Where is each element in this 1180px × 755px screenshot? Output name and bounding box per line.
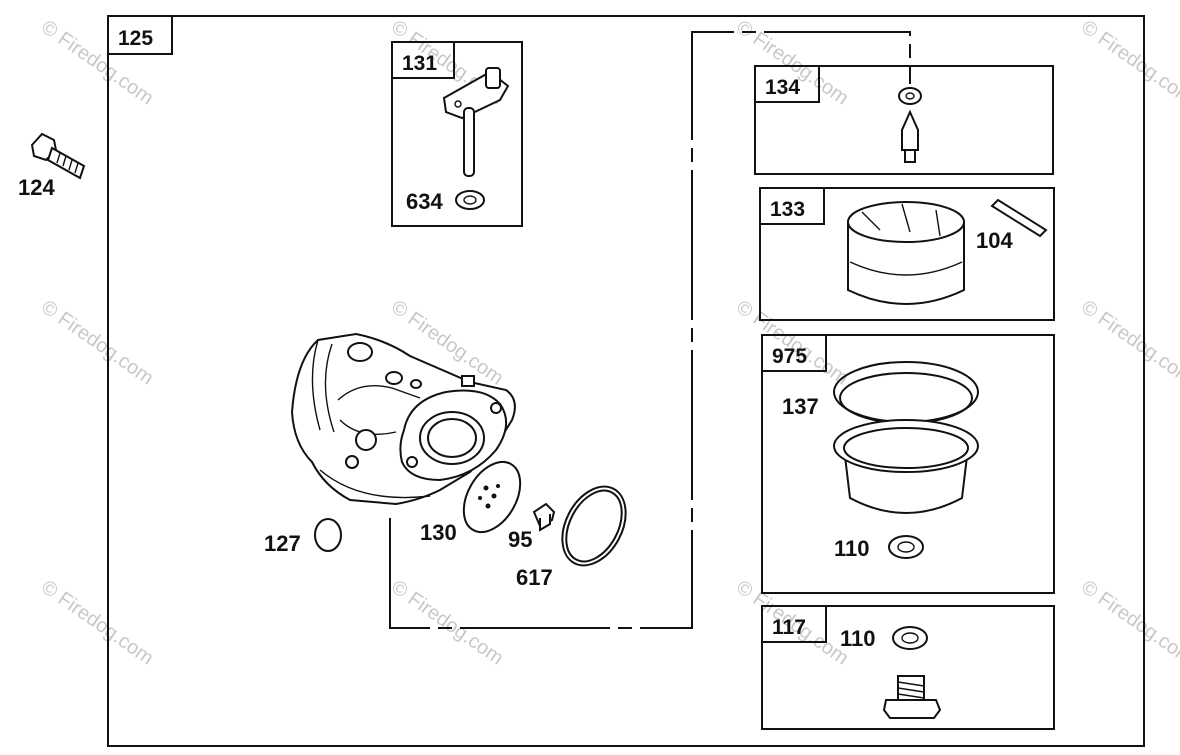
- choke-shaft-icon: [442, 67, 510, 177]
- o-ring-617-icon: [561, 485, 627, 567]
- carburetor-body-icon: [290, 332, 516, 506]
- watermark: © Firedog.com: [1077, 16, 1180, 109]
- box-131-label-box: [391, 41, 455, 79]
- box-131: [391, 41, 523, 227]
- part-number-104: 104: [976, 228, 1013, 253]
- plug-127-icon: [314, 518, 342, 552]
- box-117-label: 117: [772, 616, 806, 639]
- float-bowl-icon: [833, 419, 979, 514]
- box-133-label-box: [759, 187, 825, 225]
- assembly-label: 125: [118, 27, 153, 50]
- part-number-127: 127: [264, 531, 301, 556]
- watermark: © Firedog.com: [37, 296, 157, 389]
- box-975-label: 975: [772, 345, 807, 368]
- box-117: [761, 605, 1055, 730]
- part-number-110: 110: [834, 536, 870, 561]
- part-number-634: 634: [406, 189, 443, 214]
- box-975-label-box: [761, 334, 827, 372]
- box-134: [754, 65, 1054, 175]
- part-number-617: 617: [516, 565, 553, 590]
- watermark: © Firedog.com: [732, 296, 852, 389]
- connector-line: [389, 31, 911, 629]
- seal-634-icon: [455, 190, 485, 210]
- box-131-label: 131: [402, 52, 437, 75]
- watermark-layer: © Firedog.com © Firedog.com © Firedog.co…: [37, 16, 1180, 669]
- bolt-part: [30, 132, 86, 180]
- gasket-plate-130-icon: [462, 460, 522, 534]
- watermark: © Firedog.com: [387, 576, 507, 669]
- box-134-label-box: [754, 65, 820, 103]
- part-number-95: 95: [508, 527, 532, 552]
- assembly-frame: [107, 15, 1145, 747]
- box-133-label: 133: [770, 198, 805, 221]
- box-134-label: 134: [765, 76, 800, 99]
- box-117-label-box: [761, 605, 827, 643]
- assembly-label-box: [107, 15, 173, 55]
- box-975: [761, 334, 1055, 594]
- part-number-124: 124: [18, 175, 55, 200]
- needle-seat-icon: [898, 87, 922, 163]
- bowl-screw-icon: [882, 675, 942, 719]
- washer-110-icon: [892, 626, 928, 650]
- part-number-130: 130: [420, 520, 457, 545]
- part-number-137: 137: [782, 394, 819, 419]
- watermark: © Firedog.com: [1077, 576, 1180, 669]
- part-number-110: 110: [840, 626, 876, 651]
- washer-110-icon: [888, 535, 924, 559]
- screw-95-icon: [532, 502, 556, 532]
- float-icon: [847, 201, 965, 305]
- bowl-gasket-icon: [833, 361, 979, 424]
- watermark: © Firedog.com: [1077, 296, 1180, 389]
- float-pin-icon: [990, 198, 1048, 238]
- watermark: © Firedog.com: [37, 576, 157, 669]
- box-133: [759, 187, 1055, 321]
